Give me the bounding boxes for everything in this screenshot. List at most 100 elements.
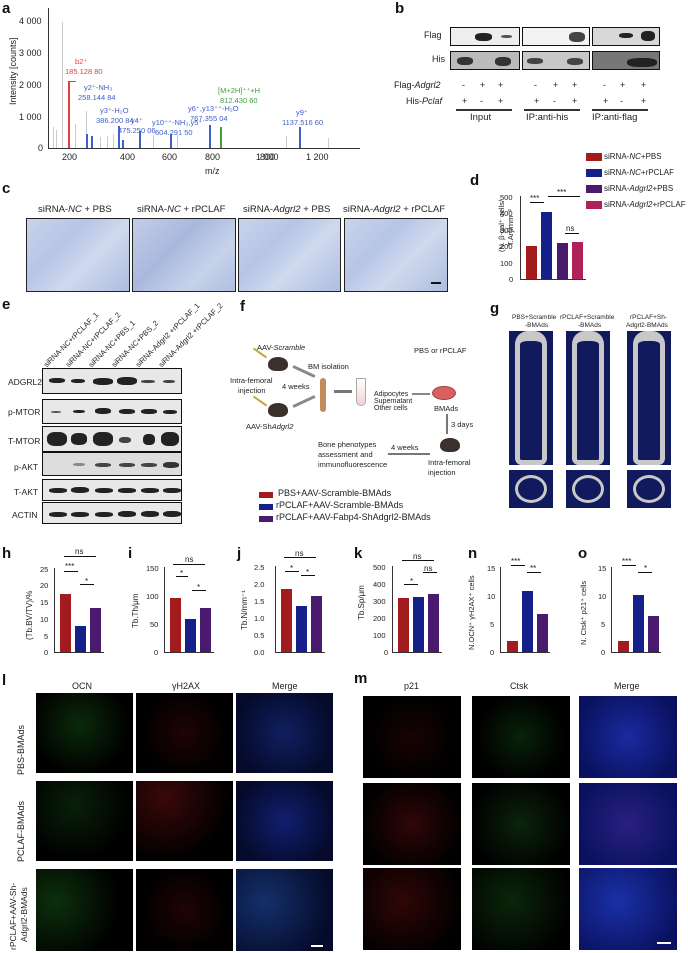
legend-swatch-nc-rpclaf	[586, 169, 602, 177]
group-label-input: Input	[470, 112, 492, 123]
d-bar-nc-pbs	[526, 246, 537, 279]
n-sig-label: **	[530, 564, 537, 573]
if-merge-sh	[236, 869, 333, 951]
panel-label-o: o	[578, 545, 588, 562]
ms-x-axis	[48, 148, 360, 149]
blot-adgrl2	[42, 368, 182, 394]
ms-xtick: 400	[120, 152, 136, 162]
legend-label-rpclaf: rPCLAF+AAV-Scramble-BMAds	[276, 500, 404, 510]
i-sig-label: *	[180, 569, 184, 578]
j-sig-line	[284, 557, 316, 558]
ms-peak	[113, 134, 114, 148]
ms-peak-y2	[86, 134, 88, 148]
legend-label-nc-pbs: siRNA-NC+PBS	[604, 152, 662, 161]
panel-label-m: m	[354, 670, 368, 687]
f-4-weeks: 4 weeks	[282, 382, 310, 391]
l-row-pbs: PBS-BMAds	[16, 724, 26, 775]
ms-ann-m2h-value: 812.430 60	[220, 96, 258, 105]
o-ytick: 5	[601, 620, 606, 629]
micro-image-adgrl2-rpclaf	[344, 218, 448, 292]
ms-ann-y4: y4⁺	[131, 116, 143, 125]
d-ytick: 100	[500, 259, 513, 268]
sign: -	[553, 96, 556, 106]
ms-ann-m2h: [M+2H]⁺⁺+H	[218, 86, 261, 95]
k-sig-line	[423, 572, 437, 573]
d-ytick: 0	[509, 275, 514, 284]
micro-image-adgrl2-pbs	[238, 218, 341, 292]
micro-image-nc-pbs	[26, 218, 130, 292]
i-ytick: 0	[154, 648, 159, 657]
sign: +	[572, 80, 578, 90]
n-bar-sh	[537, 614, 548, 652]
h-sig-line	[80, 584, 94, 585]
f-aav-sh: AAV-ShAdgrl2	[246, 422, 294, 431]
k-bar-pbs	[398, 598, 409, 652]
ms-peak	[100, 137, 101, 148]
panel-label-a: a	[2, 0, 11, 17]
ms-leader-b2	[68, 81, 76, 82]
sign: +	[498, 80, 504, 90]
scale-bar	[431, 282, 441, 284]
blot-t-akt	[42, 479, 182, 501]
m-col-merge: Merge	[614, 681, 640, 691]
ms-peak	[56, 130, 57, 148]
f-immunofluorescence: immunofluorescence	[318, 460, 388, 469]
ms-peak	[286, 136, 287, 148]
o-sig-label: ***	[622, 557, 632, 566]
d-sig-label: ns	[566, 224, 575, 233]
j-ytick: 0.5	[254, 631, 265, 640]
ms-ann-b2-value: 185.128 80	[65, 67, 103, 76]
d-ytick: 200	[500, 242, 513, 251]
sign: +	[641, 80, 647, 90]
sign: +	[534, 96, 540, 106]
d-sig-line	[530, 202, 544, 203]
g-title: Adgrl2-BMAds	[626, 322, 668, 329]
ms-peak-m2h	[220, 127, 222, 148]
ms-peak-y4	[139, 131, 141, 148]
group-line	[524, 109, 580, 111]
ms-xtick: 1 000	[256, 152, 279, 162]
sign: +	[603, 96, 609, 106]
o-ylabel: N. Ctsk⁺ p21⁺ cells	[579, 580, 588, 645]
g-title: PBS+Scramble	[512, 314, 557, 321]
legend-swatch-pbs	[259, 492, 273, 498]
i-sig-label: *	[197, 583, 201, 592]
syringe-icon	[252, 395, 268, 407]
ms-ytick: 4 000	[19, 16, 42, 26]
panel-label-k: k	[354, 545, 363, 562]
h-sig-line	[64, 556, 96, 557]
l-col-gh2ax: γH2AX	[172, 681, 201, 691]
d-ytick: 400	[500, 209, 513, 218]
if-ocn-sh	[36, 869, 133, 951]
h-ytick: 15	[40, 598, 49, 607]
mouse-icon	[440, 438, 460, 452]
ms-peak	[86, 111, 87, 148]
k-ytick: 400	[373, 580, 386, 589]
n-x-axis	[500, 652, 550, 653]
ms-ann-y4-value: 475.250 06	[118, 126, 156, 135]
ms-peak	[107, 136, 108, 148]
k-y-axis	[392, 566, 393, 652]
blot-p-mtor	[42, 399, 182, 424]
ms-ann-y2-value: 258.144 84	[78, 93, 116, 102]
f-4-weeks-2: 4 weeks	[391, 443, 419, 452]
h-sig-label: ns	[75, 547, 84, 556]
k-ytick: 300	[373, 597, 386, 606]
i-ytick: 150	[146, 564, 159, 573]
g-title: -BMAds	[525, 322, 549, 329]
f-bmads: BMAds	[434, 404, 459, 413]
h-y-axis	[54, 568, 55, 652]
condition-his-pclaf: His-Pclaf	[406, 96, 443, 106]
panel-label-g: g	[490, 300, 500, 317]
legend-swatch-adgrl2-pbs	[586, 185, 602, 193]
sign: -	[603, 80, 606, 90]
ms-ann-y3: y3⁺-H₂O	[100, 106, 129, 115]
legend-label-adgrl2-rpclaf: siRNA-Adgrl2+rPCLAF	[604, 200, 686, 209]
blot-flag-ip-flag	[592, 27, 660, 46]
panel-label-l: l	[2, 672, 7, 689]
ms-xtick: 1 200	[306, 152, 329, 162]
ms-ytick: 0	[38, 143, 44, 153]
arrow-icon	[292, 395, 316, 408]
j-bar-pbs	[281, 589, 292, 652]
j-ylabel: Tb.N/mm⁻¹	[240, 590, 249, 630]
